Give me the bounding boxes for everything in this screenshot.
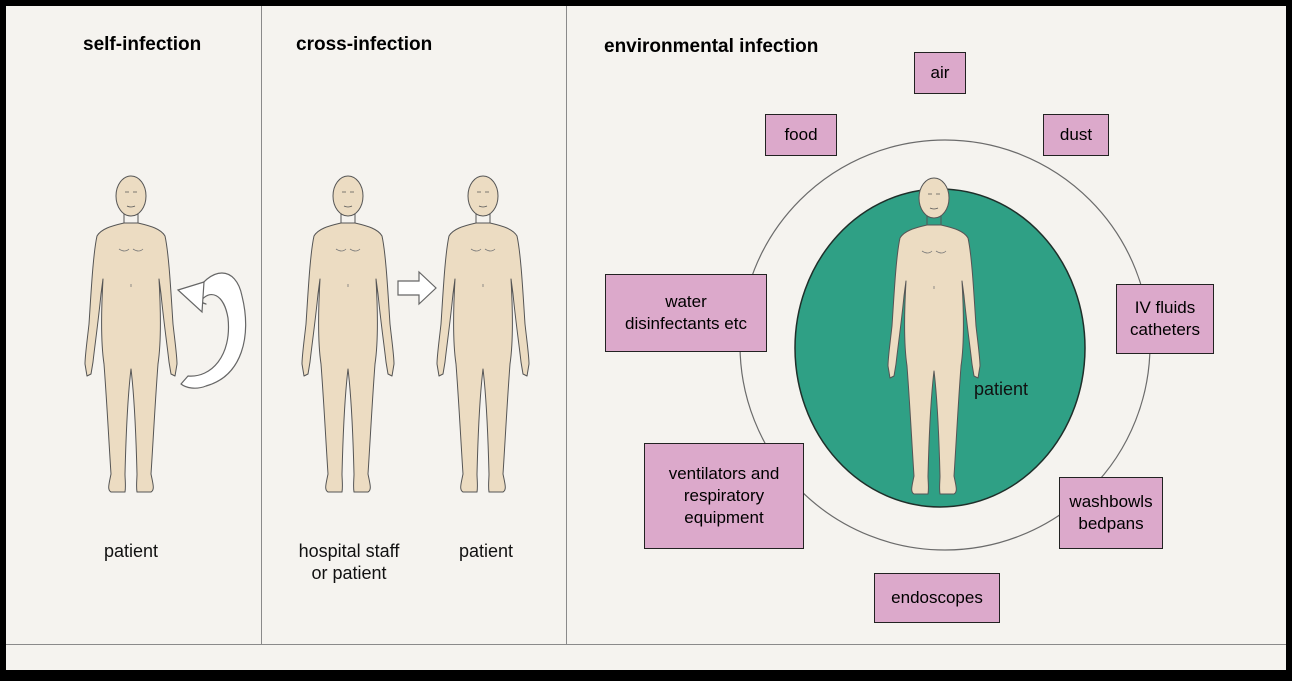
- self-infection-patient-label: patient: [91, 540, 171, 562]
- hospital-staff-label: hospital staff or patient: [288, 540, 410, 584]
- source-air: air: [914, 52, 966, 94]
- cross-infection-arrow: [398, 272, 436, 304]
- source-endoscopes: endoscopes: [874, 573, 1000, 623]
- self-infection-figure: [85, 176, 177, 492]
- source-dust: dust: [1043, 114, 1109, 156]
- source-ventilators: ventilators and respiratory equipment: [644, 443, 804, 549]
- source-iv-fluids-catheters: IV fluids catheters: [1116, 284, 1214, 354]
- source-water-disinfectants: water disinfectants etc: [605, 274, 767, 352]
- figure-page: self-infection cross-infection environme…: [6, 6, 1286, 670]
- self-infection-arrowhead: [178, 282, 204, 312]
- hospital-staff-figure: [302, 176, 394, 492]
- source-food: food: [765, 114, 837, 156]
- cross-infection-patient-label: patient: [446, 540, 526, 562]
- environmental-patient-label: patient: [966, 378, 1036, 400]
- cross-patient-figure: [437, 176, 529, 492]
- source-washbowls-bedpans: washbowls bedpans: [1059, 477, 1163, 549]
